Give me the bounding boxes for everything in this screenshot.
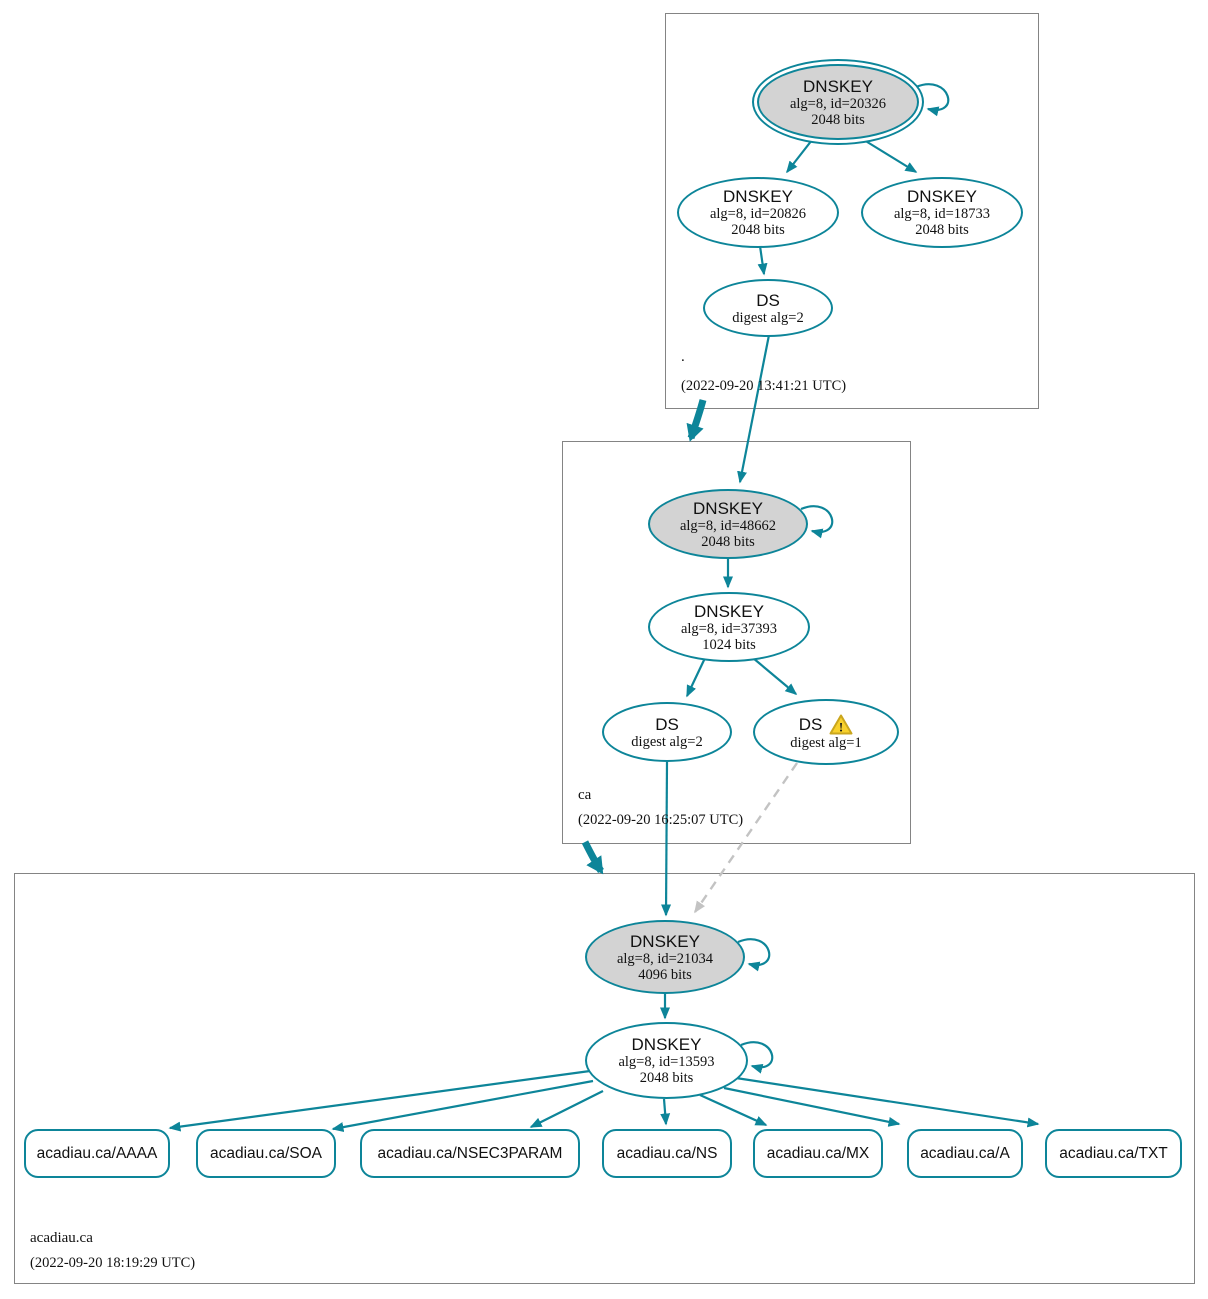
node-title: DNSKEY	[803, 76, 873, 96]
node-bits: 1024 bits	[702, 636, 756, 653]
edge-ds-digest1-dashed	[694, 762, 798, 914]
edges-root-zone	[737, 83, 950, 484]
node-title: DNSKEY	[694, 601, 764, 621]
node-alg-id: alg=8, id=20826	[709, 206, 807, 222]
node-bits: 2048 bits	[915, 222, 969, 238]
rrset-node[interactable]: acadiau.ca/SOA	[196, 1129, 336, 1178]
node-title: DNSKEY	[723, 187, 793, 206]
dnskey-ksk-node[interactable]: DNSKEY alg=8, id=21034 4096 bits	[585, 920, 745, 994]
node-bits: 2048 bits	[639, 1070, 694, 1086]
node-bits: 2048 bits	[811, 111, 865, 128]
node-alg-id: alg=8, id=13593	[618, 1054, 715, 1070]
zone-timestamp: (2022-09-20 16:25:07 UTC)	[578, 812, 744, 828]
delegation-arrow-root-to-ca	[686, 399, 707, 442]
node-title-row: DS !	[799, 714, 854, 735]
node-digest: digest alg=1	[790, 734, 862, 751]
node-bits: 2048 bits	[731, 222, 785, 238]
delegation-arrow-ca-to-acadiau	[581, 840, 604, 875]
zone-label: ca	[578, 787, 592, 803]
node-digest: digest alg=2	[631, 733, 703, 750]
node-bits: 4096 bits	[638, 966, 692, 983]
node-alg-id: alg=8, id=18733	[893, 206, 991, 222]
zone-box-ca	[562, 441, 911, 844]
edges-ca-zone	[661, 505, 834, 917]
rrset-label: acadiau.ca/NS	[616, 1144, 718, 1162]
edges-acadiau-zone	[168, 938, 1040, 1133]
ds-node[interactable]: DS digest alg=2	[602, 702, 732, 762]
dnskey-ksk-node[interactable]: DNSKEY alg=8, id=20326 2048 bits	[752, 59, 924, 145]
node-alg-id: alg=8, id=48662	[679, 517, 777, 534]
rrset-node[interactable]: acadiau.ca/A	[907, 1129, 1023, 1178]
dnskey-zsk-node[interactable]: DNSKEY alg=8, id=13593 2048 bits	[585, 1022, 748, 1099]
node-bits: 2048 bits	[701, 533, 755, 550]
rrset-label: acadiau.ca/AAAA	[36, 1144, 158, 1162]
rrset-node[interactable]: acadiau.ca/NSEC3PARAM	[360, 1129, 580, 1178]
zone-box-acadiau-ca	[14, 873, 1195, 1284]
rrset-label: acadiau.ca/TXT	[1059, 1144, 1168, 1162]
node-title: DNSKEY	[631, 1035, 702, 1054]
ds-warning-node[interactable]: DS ! digest alg=1	[753, 699, 899, 765]
rrset-label: acadiau.ca/NSEC3PARAM	[377, 1144, 563, 1162]
node-title: DNSKEY	[907, 187, 977, 206]
node-title: DS	[756, 290, 780, 310]
dnskey-zsk-node[interactable]: DNSKEY alg=8, id=20826 2048 bits	[677, 177, 839, 248]
zone-label: acadiau.ca	[30, 1230, 93, 1246]
rrset-label: acadiau.ca/A	[920, 1144, 1010, 1162]
warning-icon: !	[829, 714, 853, 734]
rrset-label: acadiau.ca/MX	[766, 1144, 870, 1162]
dnskey-zsk-node[interactable]: DNSKEY alg=8, id=18733 2048 bits	[861, 177, 1023, 248]
node-alg-id: alg=8, id=21034	[616, 950, 714, 967]
dnskey-zsk-node[interactable]: DNSKEY alg=8, id=37393 1024 bits	[648, 592, 810, 662]
node-title: DS	[655, 714, 679, 734]
svg-text:!: !	[839, 719, 843, 734]
rrset-node[interactable]: acadiau.ca/TXT	[1045, 1129, 1182, 1178]
zone-label: .	[681, 349, 685, 365]
dnskey-ksk-node[interactable]: DNSKEY alg=8, id=48662 2048 bits	[648, 489, 808, 559]
zone-box-root	[665, 13, 1039, 409]
ksk-inner-ring: DNSKEY alg=8, id=20326 2048 bits	[757, 64, 919, 140]
rrset-label: acadiau.ca/SOA	[209, 1144, 322, 1162]
node-title: DS	[798, 714, 823, 734]
rrset-node[interactable]: acadiau.ca/NS	[602, 1129, 732, 1178]
zone-timestamp: (2022-09-20 18:19:29 UTC)	[30, 1255, 196, 1271]
node-alg-id: alg=8, id=37393	[680, 620, 778, 637]
rrset-node[interactable]: acadiau.ca/AAAA	[24, 1129, 170, 1178]
node-digest: digest alg=2	[732, 309, 804, 326]
rrset-node[interactable]: acadiau.ca/MX	[753, 1129, 883, 1178]
node-alg-id: alg=8, id=20326	[789, 95, 887, 112]
zone-timestamp: (2022-09-20 13:41:21 UTC)	[681, 378, 847, 394]
node-title: DNSKEY	[630, 931, 700, 951]
ds-node[interactable]: DS digest alg=2	[703, 279, 833, 337]
node-title: DNSKEY	[693, 498, 763, 518]
